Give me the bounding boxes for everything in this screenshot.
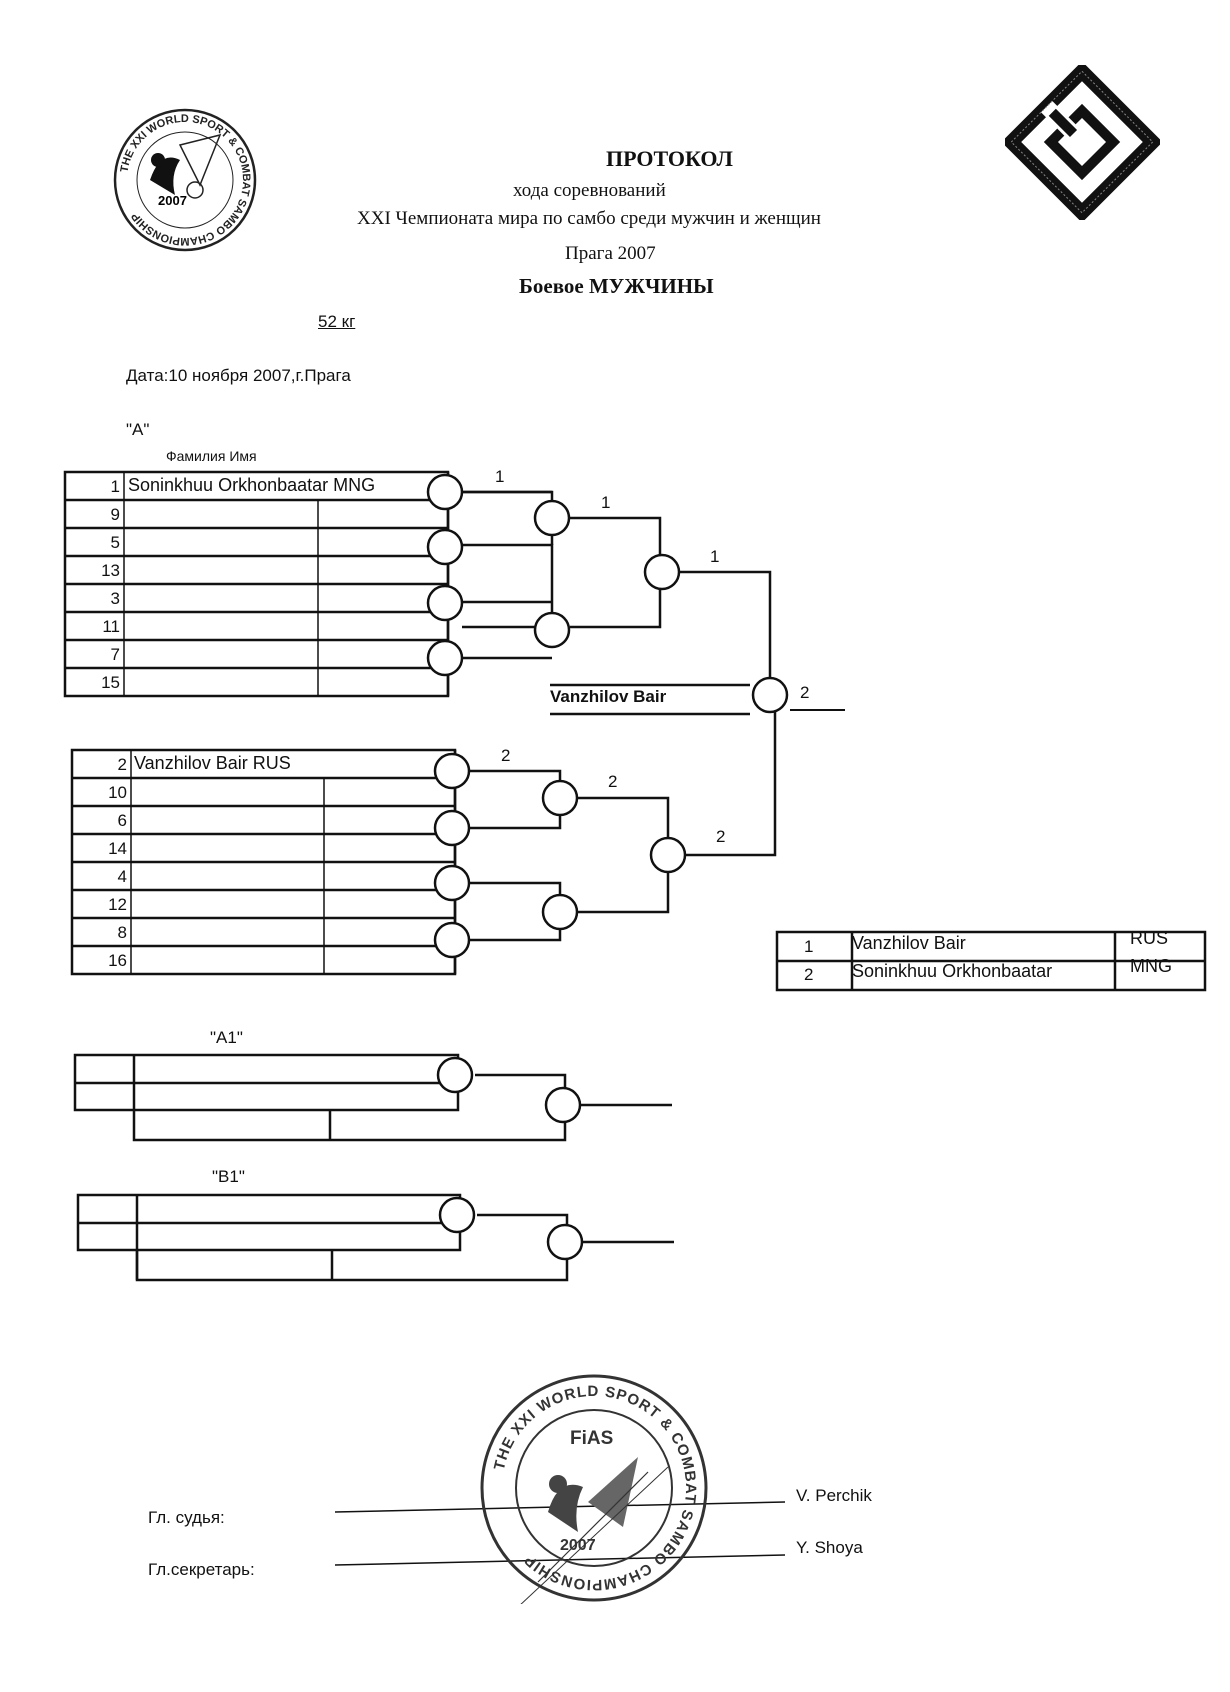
svg-text:THE XXI WORLD SPORT & COMBAT S: THE XXI WORLD SPORT & COMBAT SAMBO CHAMP… <box>491 1383 699 1593</box>
seed-number: 2 <box>117 755 127 774</box>
seed-number: 11 <box>102 617 120 636</box>
weight-category: 52 кг <box>318 312 356 331</box>
fias-diamond-logo <box>1005 65 1160 220</box>
stamp-year: 2007 <box>560 1537 596 1554</box>
column-header-name: Фамилия Имя <box>166 448 257 464</box>
athlete-name: Vanzhilov Bair RUS <box>134 753 291 773</box>
winner-round2-top: 1 <box>601 493 611 512</box>
seed-number: 10 <box>108 783 127 802</box>
seed-number: 7 <box>110 645 120 664</box>
stamp-ring-text: THE XXI WORLD SPORT & COMBAT SAMBO CHAMP… <box>491 1383 698 1593</box>
championship-logo: THE XXI WORLD SPORT & COMBAT SAMBO CHAMP… <box>110 105 260 255</box>
seed-number: 5 <box>110 533 120 552</box>
stamp-org: FiAS <box>570 1428 613 1449</box>
chief-secretary-label: Гл.секретарь: <box>148 1560 255 1579</box>
subtitle-line1: хода соревнований <box>513 180 666 201</box>
seed-number: 1 <box>110 477 120 496</box>
winner-semifinal-bottom: 2 <box>716 827 726 846</box>
athlete-name: Soninkhuu Orkhonbaatar MNG <box>128 475 376 495</box>
result-name: Soninkhuu Orkhonbaatar <box>852 961 1053 981</box>
winner-semifinal-top: 1 <box>710 547 720 566</box>
result-country: MNG <box>1130 956 1172 976</box>
result-country: RUS <box>1130 928 1169 948</box>
category-title: Боевое МУЖЧИНЫ <box>519 274 714 298</box>
seed-number: 6 <box>117 811 127 830</box>
winner-round1-bottom: 2 <box>501 746 511 765</box>
page-title: ПРОТОКОЛ <box>606 146 733 171</box>
chief-judge-label: Гл. судья: <box>148 1508 225 1527</box>
repechage-b1-label: "B1" <box>212 1167 245 1186</box>
seed-number: 8 <box>117 923 127 942</box>
winner-round1-top: 1 <box>495 467 505 486</box>
group-a-label: "A" <box>126 420 150 439</box>
official-stamp: THE XXI WORLD SPORT & COMBAT SAMBO CHAMP… <box>478 1372 710 1604</box>
logo-year: 2007 <box>158 193 187 208</box>
result-place: 2 <box>804 965 814 984</box>
chief-secretary-name: Y. Shoya <box>796 1538 863 1557</box>
repechage-a1-label: "A1" <box>210 1028 243 1047</box>
result-place: 1 <box>804 937 814 956</box>
seed-number: 9 <box>110 505 120 524</box>
result-name: Vanzhilov Bair <box>852 933 966 953</box>
winner-round2-bottom: 2 <box>608 772 618 791</box>
subtitle-line2: XXI Чемпионата мира по самбо среди мужчи… <box>357 208 821 229</box>
seed-number: 12 <box>108 895 127 914</box>
final-winner-seed: 2 <box>800 683 810 702</box>
chief-judge-name: V. Perchik <box>796 1486 872 1505</box>
seed-number: 4 <box>117 867 127 886</box>
seed-number: 14 <box>108 839 127 858</box>
seed-number: 13 <box>101 561 120 580</box>
seed-number: 15 <box>101 673 120 692</box>
final-winner-name: Vanzhilov Bair <box>550 687 667 706</box>
subtitle-line3: Прага 2007 <box>565 243 656 264</box>
seed-number: 3 <box>110 589 120 608</box>
date-line: Дата:10 ноября 2007,г.Прага <box>126 366 351 385</box>
seed-number: 16 <box>108 951 127 970</box>
